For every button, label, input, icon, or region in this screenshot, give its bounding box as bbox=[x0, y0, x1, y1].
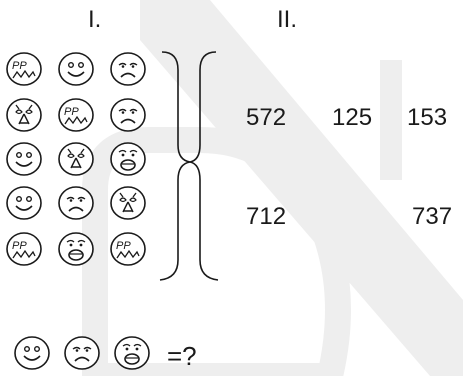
frown-face-icon bbox=[108, 50, 148, 88]
svg-text:PP: PP bbox=[64, 106, 79, 118]
pp-face-icon: PP bbox=[4, 230, 44, 268]
smile-face-icon bbox=[4, 184, 44, 222]
shout-face-icon bbox=[56, 230, 96, 268]
question-frown-face-icon bbox=[62, 334, 102, 372]
pp-face-icon: PP bbox=[56, 96, 96, 134]
smile-face-icon bbox=[56, 50, 96, 88]
shout-face-icon bbox=[108, 140, 148, 178]
question-smile-face-icon bbox=[12, 334, 52, 372]
pp-face-icon: PP bbox=[108, 230, 148, 268]
question-shout-face-icon bbox=[112, 334, 152, 372]
svg-text:PP: PP bbox=[116, 240, 131, 252]
number-125: 125 bbox=[332, 104, 373, 131]
question-equals: =? bbox=[167, 341, 197, 371]
surprised-face-icon bbox=[56, 140, 96, 178]
smile-face-icon bbox=[4, 140, 44, 178]
number-572: 572 bbox=[246, 104, 287, 131]
frown-face-icon bbox=[56, 184, 96, 222]
frown-face-icon bbox=[108, 96, 148, 134]
number-153: 153 bbox=[407, 104, 448, 131]
number-737: 737 bbox=[412, 203, 453, 230]
column-header-i: I. bbox=[88, 6, 102, 33]
pp-face-icon: PP bbox=[4, 50, 44, 88]
svg-text:PP: PP bbox=[12, 60, 27, 72]
surprised-face-icon bbox=[4, 96, 44, 134]
svg-text:PP: PP bbox=[12, 240, 27, 252]
number-712: 712 bbox=[246, 203, 287, 230]
column-header-ii: II. bbox=[277, 6, 298, 33]
surprised-face-icon bbox=[108, 184, 148, 222]
right-brace-icon bbox=[159, 51, 191, 281]
left-brace-icon bbox=[189, 51, 219, 281]
